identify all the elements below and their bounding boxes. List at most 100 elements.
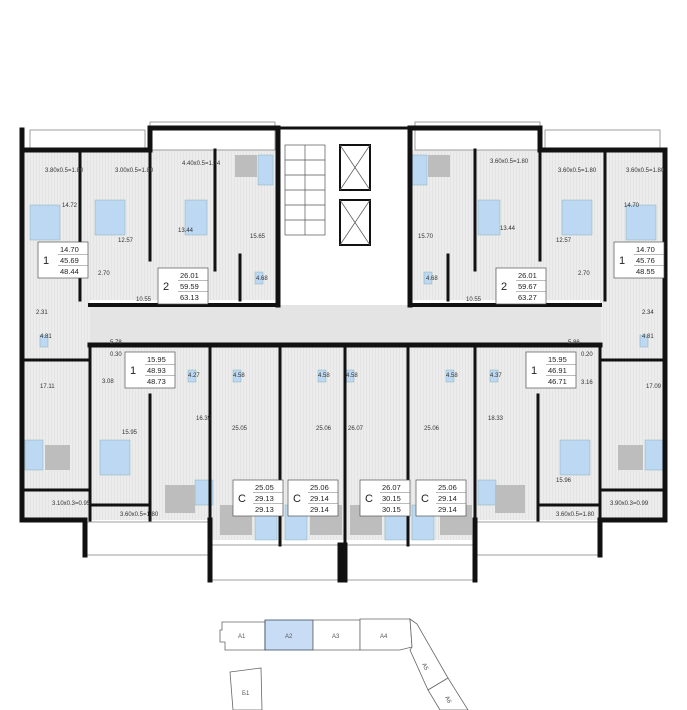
unit-living-area: 15.95	[548, 355, 567, 364]
room-area-label: 3.60x0.5=1.80	[556, 512, 595, 518]
unit-area-area: 59.67	[518, 282, 537, 291]
key-plan: A1 A2 A3 A4 A5 A6 Б1	[219, 618, 469, 710]
room-area-label: 3.00x0.5=1.80	[115, 168, 154, 174]
room-area-label: 0.30	[110, 352, 122, 358]
unit-area-area: 46.91	[548, 366, 567, 375]
room-area-label: 25.05	[232, 426, 248, 432]
room-area-label: 3.60x0.5=1.80	[490, 159, 529, 165]
unit-box-frame	[495, 267, 547, 305]
key-section-a4[interactable]	[359, 618, 413, 651]
room-area-label: 3.16	[581, 380, 593, 386]
unit-living-area: 26.01	[180, 271, 199, 280]
unit-living-area: 15.95	[147, 355, 166, 364]
key-label-a5: A5	[420, 662, 429, 672]
unit-total-area: 48.55	[636, 267, 655, 276]
room-area-label: 4.68	[426, 276, 438, 282]
key-label-a4: A4	[380, 634, 388, 640]
key-label-a2: A2	[285, 634, 293, 640]
unit-area-area: 45.76	[636, 256, 655, 265]
unit-total-area: 63.13	[180, 293, 199, 302]
room-area-label: 10.55	[466, 297, 482, 303]
unit-box-frame	[415, 479, 467, 517]
room-area-label: 2.70	[98, 271, 110, 277]
room-area-label: 14.72	[62, 203, 78, 209]
unit-living-area: 25.05	[255, 483, 274, 492]
unit-box-frame	[37, 241, 89, 279]
key-section-a5[interactable]	[409, 618, 449, 691]
unit-living-area: 14.70	[60, 245, 79, 254]
unit-room-count: 1	[130, 365, 136, 377]
unit-room-count: 2	[501, 281, 507, 293]
unit-total-area: 48.44	[60, 267, 79, 276]
unit-summary-boxes: 1 14.70 45.69 48.44 2 26.01 59.59 63.13 2 26.01 59…	[37, 241, 665, 517]
room-area-label: 17.09	[646, 384, 662, 390]
unit-living-area: 25.06	[310, 483, 329, 492]
room-area-label: 10.55	[136, 297, 152, 303]
room-area-label: 4.58	[346, 373, 358, 379]
unit-living-area: 14.70	[636, 245, 655, 254]
room-area-label: 17.11	[40, 384, 55, 390]
unit-total-area: 29.14	[310, 505, 329, 514]
unit-total-area: 29.13	[255, 505, 274, 514]
unit-total-area: 30.15	[382, 505, 401, 514]
room-area-label: 12.57	[118, 238, 134, 244]
room-area-label: 5.86	[568, 340, 580, 346]
unit-box-frame	[613, 241, 665, 279]
room-area-label: 3.08	[102, 379, 114, 385]
unit-area-area: 29.13	[255, 494, 274, 503]
room-area-label: 3.10x0.3=0.95	[52, 501, 91, 507]
unit-summary-box[interactable]: C 25.06 29.14 29.14	[287, 479, 339, 517]
room-area-label: 4.81	[642, 334, 654, 340]
room-area-label: 14.70	[624, 203, 640, 209]
unit-box-frame	[287, 479, 339, 517]
unit-summary-box[interactable]: 2 26.01 59.59 63.13	[157, 267, 209, 305]
key-label-a3: A3	[332, 634, 340, 640]
unit-living-area: 25.06	[438, 483, 457, 492]
unit-box-frame	[157, 267, 209, 305]
key-section-b1[interactable]	[229, 667, 263, 710]
unit-area-area: 59.59	[180, 282, 199, 291]
room-area-label: 3.80x0.5=1.80	[45, 168, 84, 174]
unit-area-area: 45.69	[60, 256, 79, 265]
room-area-label: 12.57	[556, 238, 572, 244]
unit-box-frame	[525, 351, 577, 389]
room-area-label: 3.90x0.3=0.99	[610, 501, 649, 507]
room-area-label: 16.35	[196, 416, 212, 422]
room-area-label: 4.58	[446, 373, 458, 379]
room-area-label: 3.60x0.5=1.80	[558, 168, 597, 174]
unit-living-area: 26.01	[518, 271, 537, 280]
room-area-label: 5.78	[110, 340, 122, 346]
room-area-label: 3.60x0.5=1.80	[626, 168, 665, 174]
unit-room-count: 2	[163, 281, 169, 293]
unit-box-frame	[232, 479, 284, 517]
room-area-label: 25.06	[424, 426, 440, 432]
room-area-label: 18.33	[488, 416, 504, 422]
room-area-label: 15.65	[250, 234, 266, 240]
unit-total-area: 48.73	[147, 377, 166, 386]
stair-core	[284, 144, 371, 246]
room-area-label: 4.58	[318, 373, 330, 379]
key-label-b1: Б1	[242, 691, 250, 697]
room-area-label: 2.70	[578, 271, 590, 277]
unit-area-area: 30.15	[382, 494, 401, 503]
key-label-a6: A6	[443, 695, 452, 705]
room-area-label: 4.58	[233, 373, 245, 379]
unit-room-count: C	[293, 493, 301, 505]
room-area-label: 0.20	[581, 352, 593, 358]
unit-total-area: 29.14	[438, 505, 457, 514]
key-section-a6[interactable]	[427, 677, 469, 710]
unit-area-area: 29.14	[438, 494, 457, 503]
room-area-label: 26.07	[348, 426, 364, 432]
unit-area-area: 29.14	[310, 494, 329, 503]
unit-total-area: 46.71	[548, 377, 567, 386]
